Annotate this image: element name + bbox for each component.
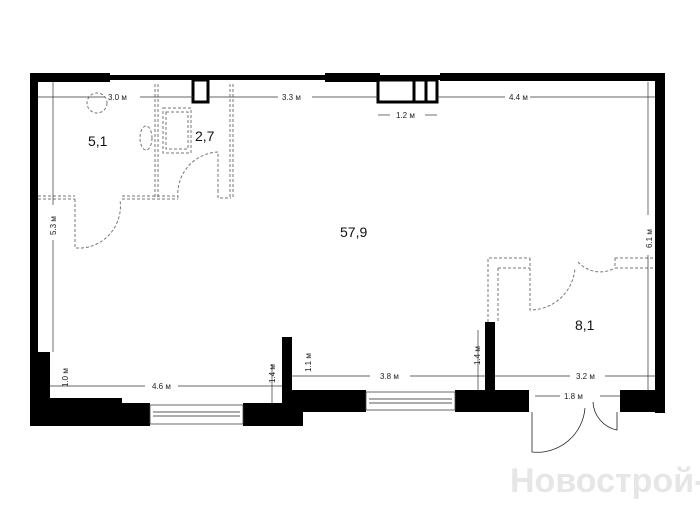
dim-top-left: 3.0 м — [108, 93, 127, 102]
entrance-door[interactable] — [531, 401, 618, 453]
room-area-main-hall: 57,9 — [340, 224, 367, 240]
walls — [30, 73, 665, 426]
partitions — [38, 84, 655, 322]
dim-top-middle: 3.3 м — [282, 93, 301, 102]
dim-bottom-mid-step: 1.1 м — [304, 353, 313, 372]
room-area-bathroom: 5,1 — [88, 133, 108, 149]
dim-left-height: 5.3 м — [49, 216, 58, 235]
dim-entrance-door: 1.8 м — [564, 392, 583, 401]
room-area-entrance: 8,1 — [575, 317, 595, 333]
dim-top-right: 4.4 м — [509, 93, 528, 102]
dim-bottom-right-step: 1.4 м — [473, 346, 482, 365]
dim-right-height: 6.1 м — [645, 229, 654, 248]
dim-bottom-left-width: 4.6 м — [152, 382, 171, 391]
dim-bottom-left-step: 1.4 м — [268, 364, 277, 383]
dimension-lines — [38, 82, 655, 403]
room-area-toilet: 2,7 — [195, 128, 215, 144]
windows — [149, 391, 456, 425]
dim-top-shaft: 1.2 м — [396, 111, 415, 120]
dim-bottom-right-width: 3.2 м — [576, 372, 595, 381]
shafts — [191, 78, 439, 104]
dim-bottom-mid-width: 3.8 м — [380, 372, 399, 381]
watermark: Новострой-М — [510, 462, 700, 500]
dim-bottom-left-small: 1.0 м — [61, 368, 70, 387]
